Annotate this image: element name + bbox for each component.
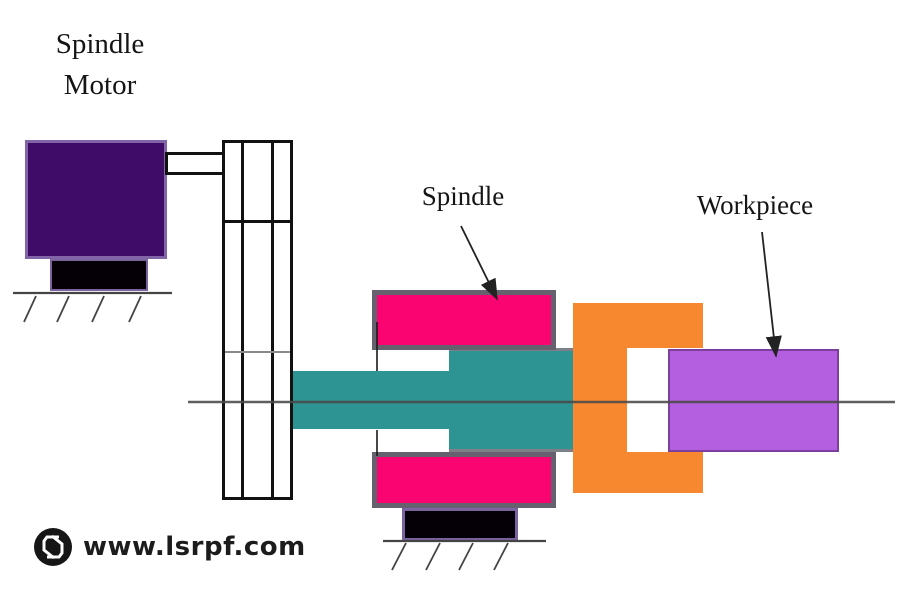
watermark-url: www.lsrpf.com — [83, 532, 306, 562]
pulley-cross-line — [225, 220, 290, 223]
spindle-motor-label-line1: Spindle — [55, 28, 145, 60]
workpiece-block — [668, 349, 839, 452]
chuck-top-jaw — [573, 303, 703, 348]
pulley-divider-line — [241, 143, 244, 497]
pulley-cross-line — [225, 351, 290, 353]
motor-ground-symbol — [13, 291, 172, 323]
motor-mount-base — [50, 259, 148, 291]
spindle-shaft-narrow — [293, 371, 451, 429]
spindle-motor-label-line2: Motor — [63, 69, 137, 101]
spindle-shaft-wide — [449, 348, 586, 452]
spindle-motor-label: Spindle Motor — [28, 24, 172, 106]
watermark: www.lsrpf.com — [33, 527, 306, 567]
pulley-divider-line — [271, 143, 274, 497]
lsrpf-logo-icon — [34, 528, 72, 566]
workpiece-label: Workpiece — [696, 190, 814, 220]
spindle-bearing-bottom — [372, 452, 556, 508]
workpiece-arrow — [761, 231, 782, 358]
spindle-bearing-top — [372, 290, 556, 350]
belt-pulley-housing — [222, 140, 293, 500]
spindle-mount-base — [402, 508, 518, 541]
spindle-arrow — [460, 225, 498, 301]
chuck-bottom-jaw — [573, 452, 703, 493]
motor-coupling-shaft — [165, 152, 225, 175]
spindle-label: Spindle — [421, 181, 505, 211]
spindle-ground-symbol — [383, 539, 546, 571]
spindle-motor-body — [25, 140, 167, 259]
